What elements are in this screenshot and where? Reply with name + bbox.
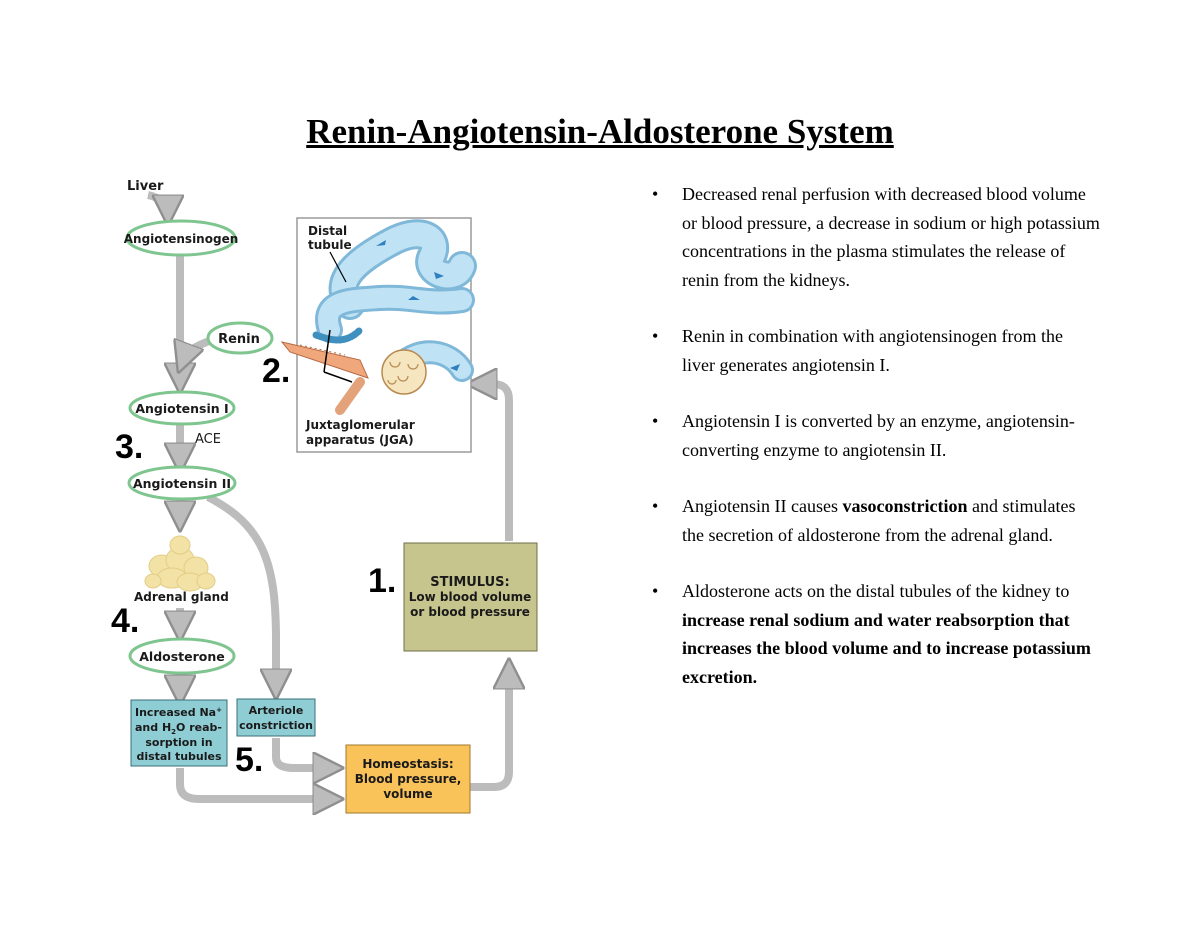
jga-inset: Distal tubule Juxtaglomerular apparatus …: [280, 217, 477, 453]
liver-label: Liver: [127, 179, 164, 194]
bullet-marker: •: [652, 326, 659, 346]
bullet-marker: •: [652, 411, 659, 431]
arrow-ang2-arteriole: [206, 493, 276, 686]
jga-label-2: apparatus (JGA): [306, 433, 414, 447]
arrow-arteriole-homeostasis: [272, 738, 330, 768]
arrow-renin-left: [183, 336, 214, 360]
svg-text:sorption in: sorption in: [145, 736, 212, 749]
svg-text:Angiotensin II: Angiotensin II: [133, 476, 231, 491]
bullet-marker: •: [652, 496, 659, 516]
svg-text:Blood pressure,: Blood pressure,: [355, 772, 462, 786]
step-5-number: 5.: [235, 741, 263, 779]
arrow-homeostasis-stimulus: [470, 672, 509, 791]
arrow-liver: [146, 191, 168, 212]
bullet-marker: •: [652, 184, 659, 204]
oval-angiotensin-1: Angiotensin I: [128, 390, 236, 426]
svg-text:or blood pressure: or blood pressure: [410, 605, 530, 619]
step-2-number: 2.: [262, 352, 290, 390]
svg-text:distal tubules: distal tubules: [136, 750, 221, 763]
bullet-3-text: Angiotensin I is converted by an enzyme,…: [682, 411, 1075, 460]
bullet-4: •Angiotensin II causes vasoconstriction …: [652, 492, 1100, 549]
step-1-number: 1.: [368, 562, 396, 600]
svg-text:STIMULUS:: STIMULUS:: [430, 575, 510, 590]
bullet-marker: •: [652, 581, 659, 601]
explanation-list: • Decreased renal perfusion with decrease…: [652, 180, 1100, 719]
svg-text:constriction: constriction: [239, 719, 313, 732]
na-reabsorption-box: Increased Na+ and H2O reab- sorption in …: [130, 699, 228, 767]
oval-angiotensin-2: Angiotensin II: [127, 465, 237, 501]
distal-tubule-label-2: tubule: [308, 238, 352, 252]
bullet-4-text-a: Angiotensin II causes: [682, 496, 843, 516]
bullet-5-text-a: Aldosterone acts on the distal tubules o…: [682, 581, 1070, 601]
distal-tubule-label: Distal: [308, 224, 347, 238]
bullet-3: • Angiotensin I is converted by an enzyme…: [652, 407, 1100, 464]
bullet-1-text: Decreased renal perfusion with decreased…: [682, 184, 1100, 290]
svg-text:volume: volume: [383, 787, 432, 801]
arteriole-constriction-box: Arteriole constriction: [236, 698, 316, 737]
step-3-number: 3.: [115, 428, 143, 466]
bullet-4-bold: vasoconstriction: [842, 496, 968, 516]
svg-text:and H2O reab-: and H2O reab-: [135, 721, 222, 736]
bullet-4-text-b: and stimulates the secretion of aldoster…: [682, 496, 1076, 545]
bullet-5-bold: increase renal sodium and water reabsorp…: [682, 609, 1091, 687]
bullet-5: • Aldosterone acts on the distal tubules …: [652, 577, 1100, 691]
raas-diagram: Angiotensinogen Renin Angiotensin I Angi…: [111, 179, 538, 927]
glomerulus: [381, 349, 427, 395]
adrenal-gland-icon: [144, 535, 216, 592]
homeostasis-box: Homeostasis: Blood pressure, volume: [345, 744, 471, 814]
oval-aldosterone: Aldosterone: [128, 637, 236, 675]
arrow-stimulus-kidney: [480, 384, 513, 541]
step-4-number: 4.: [111, 602, 139, 640]
adrenal-gland-label: Adrenal gland: [134, 590, 229, 604]
jga-label: Juxtaglomerular: [305, 418, 415, 432]
bullet-2: • Renin in combination with angiotensinog…: [652, 322, 1100, 379]
svg-text:Aldosterone: Aldosterone: [139, 649, 225, 664]
bullet-1: • Decreased renal perfusion with decrease…: [652, 180, 1100, 294]
svg-text:Low blood volume: Low blood volume: [409, 590, 531, 604]
page-title: Renin-Angiotensin-Aldosterone System: [306, 112, 894, 151]
svg-text:Angiotensinogen: Angiotensinogen: [124, 232, 239, 246]
oval-renin: Renin: [206, 321, 274, 355]
arrow-na-homeostasis: [176, 768, 330, 799]
bullet-2-text: Renin in combination with angiotensinoge…: [682, 326, 1063, 375]
svg-text:Angiotensin I: Angiotensin I: [135, 401, 228, 416]
svg-text:Increased Na+: Increased Na+: [135, 706, 222, 719]
svg-text:Renin: Renin: [218, 332, 260, 347]
stimulus-box: STIMULUS: Low blood volume or blood pres…: [403, 542, 538, 652]
ace-label: ACE: [195, 432, 221, 447]
svg-text:Homeostasis:: Homeostasis:: [362, 757, 453, 771]
oval-angiotensinogen: Angiotensinogen: [124, 219, 239, 257]
svg-text:Arteriole: Arteriole: [249, 704, 304, 717]
